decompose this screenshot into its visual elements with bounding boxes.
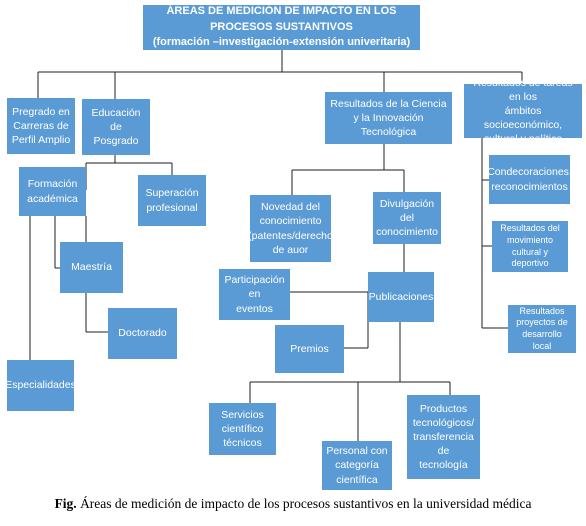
- node-productos: Productos tecnológicos/ transferencia de…: [407, 395, 480, 479]
- node-movimiento: Resultados del movimiento cultural y dep…: [492, 221, 568, 272]
- node-maestria: Maestría: [60, 242, 123, 293]
- node-pregrado: Pregrado en Carreras de Perfil Amplio: [7, 98, 75, 154]
- node-condecoraciones: Condecoraciones, reconocimientos: [487, 155, 572, 204]
- node-publicaciones: Publicaciones: [368, 272, 434, 322]
- node-participacion: Participación en eventos: [219, 269, 290, 320]
- caption-text: Áreas de medición de impacto de los proc…: [76, 496, 532, 511]
- node-novedad: Novedad del conocimiento (patentes/derec…: [248, 195, 333, 262]
- node-servicios: Servicios científico técnicos: [209, 403, 276, 455]
- node-proyectos: Resultados proyectos de desarrollo local: [508, 305, 576, 353]
- node-superacion-profesional: Superación profesional: [138, 175, 206, 226]
- node-tareas: Resultados de tareas en los ámbitos soci…: [464, 77, 582, 145]
- root-node: ÁREAS DE MEDICIÓN DE IMPACTO EN LOS PROC…: [143, 5, 420, 50]
- node-doctorado: Doctorado: [108, 308, 177, 359]
- node-formacion-academica: Formación académica: [19, 167, 86, 216]
- node-posgrado: Educación de Posgrado: [82, 99, 150, 155]
- node-personal: Personal con categoría científica: [322, 441, 392, 490]
- node-especialidades: Especialidades: [5, 360, 76, 411]
- figure-caption: Fig. Áreas de medición de impacto de los…: [0, 496, 586, 512]
- node-ciencia-innovacion: Resultados de la Ciencia y la Innovación…: [325, 92, 452, 144]
- node-premios: Premios: [275, 325, 344, 373]
- node-divulgacion: Divulgación del conocimiento: [373, 192, 441, 244]
- caption-label: Fig.: [54, 496, 77, 511]
